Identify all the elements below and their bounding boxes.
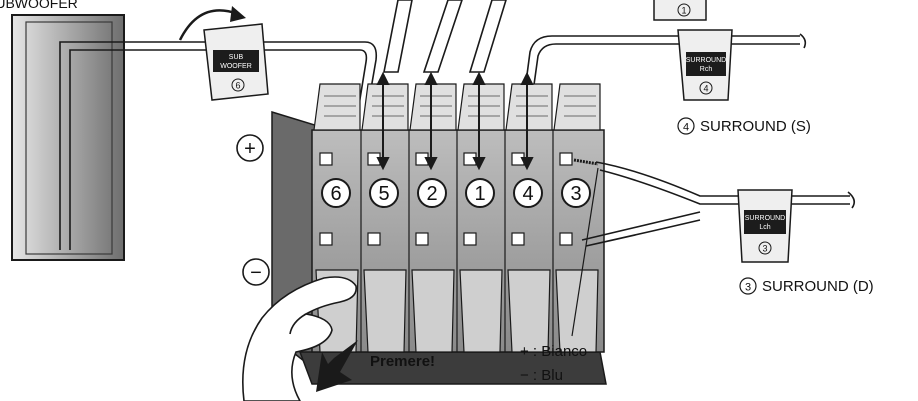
surround-d-label: 3 SURROUND (D) [739, 277, 874, 295]
subwoofer-cable [59, 41, 378, 250]
subwoofer-cable-tag: SUB WOOFER 6 [203, 23, 269, 101]
wire-colour-leader [571, 167, 599, 337]
svg-text:6: 6 [235, 81, 240, 91]
svg-text:Lch: Lch [759, 224, 770, 231]
hand-illustration [242, 276, 357, 401]
legend-minus-blue: − : Blu [520, 367, 563, 384]
minus-sign: − [250, 262, 262, 284]
plus-sign: + [244, 138, 256, 160]
surround-right-tag: SURROUND Rch 4 [677, 29, 733, 101]
svg-text:SURROUND: SURROUND [745, 215, 785, 222]
svg-text:WOOFER: WOOFER [220, 63, 252, 70]
top-cable-tag: 1 [653, 0, 707, 21]
channel-markers: 6 5 2 1 4 3 [321, 178, 591, 208]
press-label: Premere! [370, 353, 435, 370]
channel-6-marker: 6 [330, 183, 341, 205]
insertion-arrows [376, 71, 534, 171]
svg-text:Rch: Rch [700, 66, 713, 73]
svg-text:4: 4 [703, 84, 708, 94]
surround-left-tag: SURROUND Lch 3 [737, 189, 793, 263]
upper-cables [383, 0, 507, 73]
speaker-terminal-block [271, 83, 607, 385]
surround-s-label: 4 SURROUND (S) [677, 117, 811, 135]
svg-text:1: 1 [681, 6, 686, 16]
wire-colour-legend: + : Bianco − : Blu [520, 343, 587, 384]
wrap-direction-arrow [178, 6, 246, 41]
svg-text:SUB: SUB [229, 54, 244, 61]
channel-5-marker: 5 [378, 183, 389, 205]
legend-plus-white: + : Bianco [520, 343, 587, 360]
svg-text:SURROUND: SURROUND [686, 57, 726, 64]
channel-1-marker: 1 [474, 183, 485, 205]
svg-text:SURROUND (D): SURROUND (D) [762, 278, 874, 295]
svg-text:4: 4 [683, 122, 689, 134]
polarity-markers: + − [236, 134, 270, 286]
channel-3-marker: 3 [570, 183, 581, 205]
svg-text:SURROUND (S): SURROUND (S) [700, 118, 811, 135]
subwoofer-unit [11, 14, 125, 261]
channel-2-marker: 2 [426, 183, 437, 205]
surround-right-cable [519, 33, 807, 129]
press-arrow [316, 340, 358, 392]
surround-left-cable [573, 158, 856, 247]
svg-text:3: 3 [745, 282, 751, 294]
svg-text:3: 3 [762, 244, 767, 254]
channel-4-marker: 4 [522, 183, 533, 205]
